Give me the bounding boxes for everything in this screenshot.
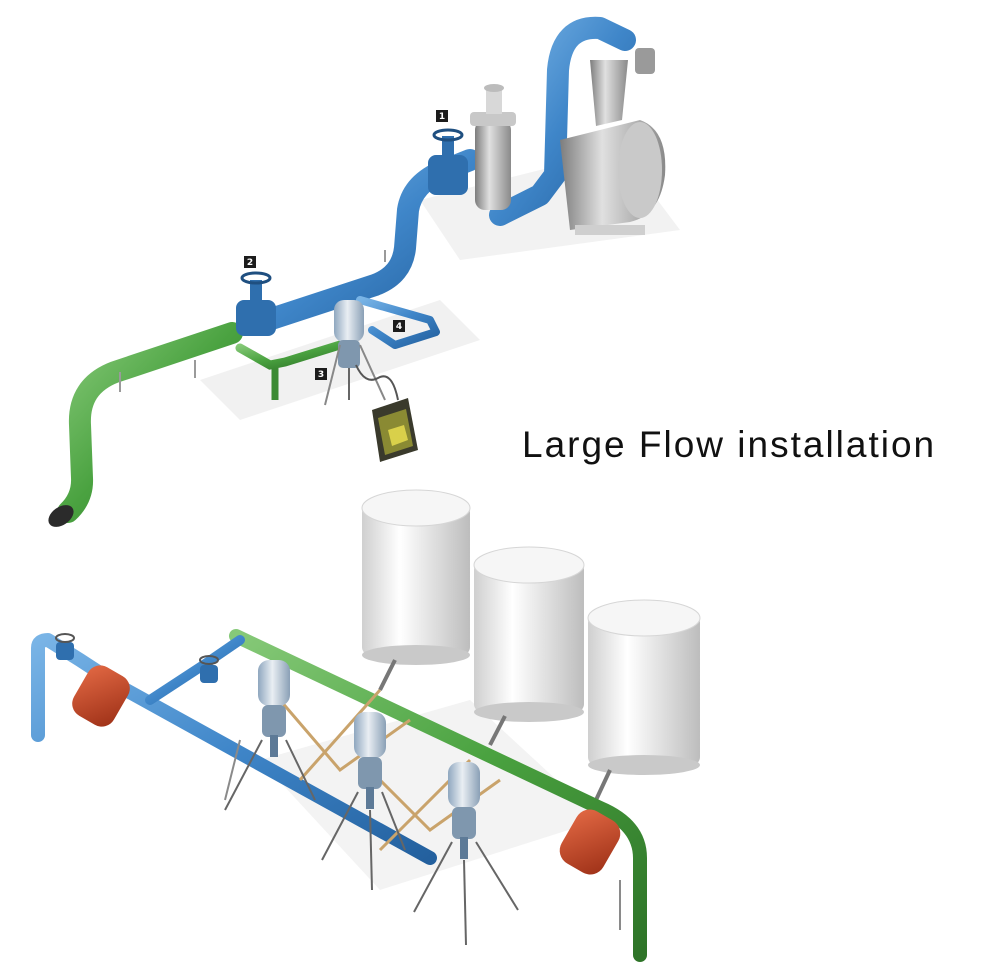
green-inlet-pipe: [57, 322, 243, 523]
dosing-pump: [324, 300, 386, 406]
pump-unit: [560, 48, 666, 235]
hydrocyclone-filter: [470, 84, 516, 210]
blue-crossover-pipe: [145, 635, 245, 705]
dosing-pump: [413, 762, 519, 946]
gate-valve: [55, 633, 75, 660]
chemical-tank: [361, 489, 471, 691]
inlet-flange: [48, 505, 74, 527]
number-marker-4: 4: [393, 320, 405, 332]
dosing-pump: [321, 712, 406, 891]
gate-valve: [199, 655, 219, 683]
number-marker-3: 3: [315, 368, 327, 380]
gate-valve: [236, 271, 276, 336]
blue-bypass-pipe: [356, 296, 440, 349]
red-filter: [72, 665, 130, 727]
green-bypass-pipe: [235, 340, 345, 370]
pipe-supports: [119, 250, 386, 392]
dosing-pump: [224, 660, 316, 811]
svg-text:1: 1: [439, 112, 445, 122]
svg-text:4: 4: [396, 322, 402, 332]
top-installation: 1 2 3 4: [48, 16, 680, 527]
green-manifold-pipe: [229, 629, 647, 962]
suction-hose: [355, 364, 399, 401]
gate-valve: [428, 128, 468, 195]
chemical-tank: [587, 599, 701, 801]
number-marker-2: 2: [244, 256, 256, 268]
red-filter: [559, 809, 621, 875]
svg-text:2: 2: [247, 258, 253, 268]
blue-riser-pipe: [489, 16, 636, 226]
number-marker-1: 1: [436, 110, 448, 122]
chemical-tank: [473, 546, 585, 746]
chemical-container: [372, 398, 418, 462]
bottom-installation: [31, 489, 701, 962]
svg-text:3: 3: [318, 370, 324, 380]
diagram-caption: Large Flow installation: [522, 424, 937, 465]
floor-shadow: [260, 700, 600, 890]
pipe-supports: [224, 739, 621, 930]
